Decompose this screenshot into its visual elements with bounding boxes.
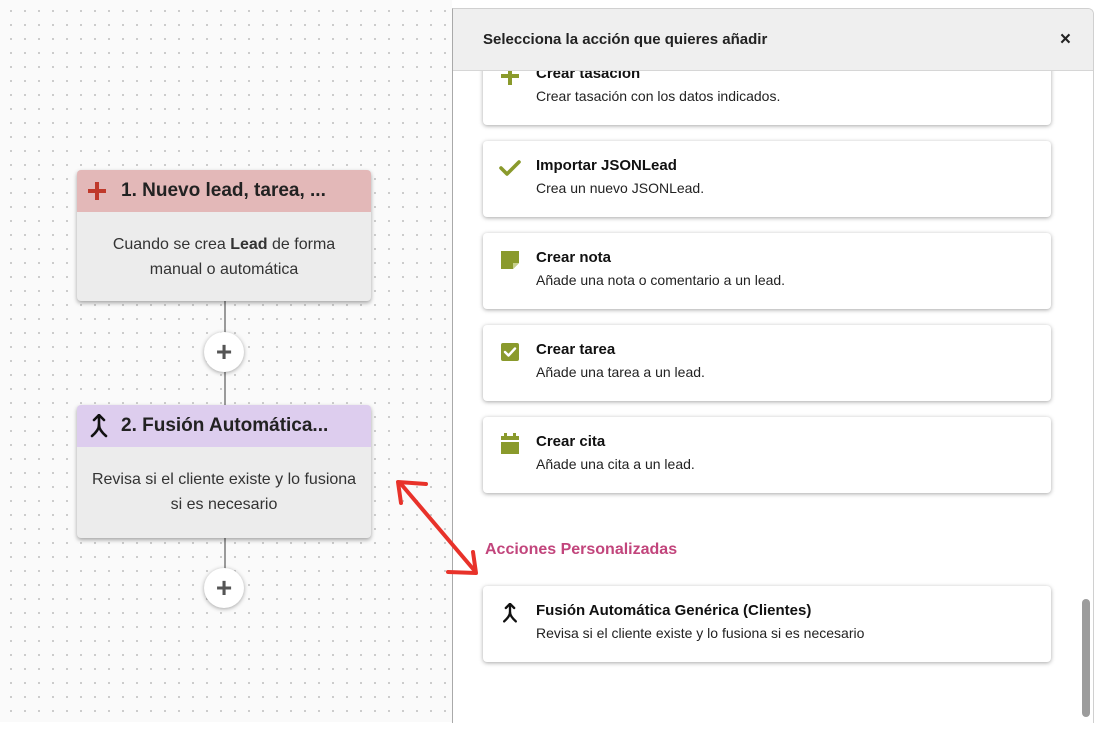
workflow-node-trigger[interactable]: 1. Nuevo lead, tarea, ... Cuando se crea…	[77, 170, 371, 301]
action-description: Añade una tarea a un lead.	[536, 364, 705, 380]
action-description: Añade una cita a un lead.	[536, 456, 695, 472]
node-description: Revisa si el cliente existe y lo fusiona…	[91, 471, 357, 513]
merge-icon	[499, 602, 521, 624]
add-step-button[interactable]: +	[204, 332, 244, 372]
action-title: Crear nota	[536, 249, 612, 266]
node-description: Cuando se crea Lead de forma manual o au…	[112, 236, 336, 278]
action-description: Crear tasación con los datos indicados.	[536, 88, 781, 104]
action-card-fusion-automatica[interactable]: Fusión Automática Genérica (Clientes) Re…	[483, 586, 1051, 662]
plus-icon	[87, 181, 113, 201]
plus-icon	[499, 71, 521, 87]
action-list: Crear tasación Crear tasación con los da…	[453, 71, 1093, 723]
action-panel: Selecciona la acción que quieres añadir …	[452, 8, 1094, 723]
action-card-crear-tasacion[interactable]: Crear tasación Crear tasación con los da…	[483, 71, 1051, 125]
action-card-crear-cita[interactable]: Crear cita Añade una cita a un lead.	[483, 417, 1051, 493]
action-title: Fusión Automática Genérica (Clientes)	[536, 602, 812, 619]
note-icon	[499, 249, 521, 271]
add-step-button[interactable]: +	[204, 568, 244, 608]
node-header: 1. Nuevo lead, tarea, ...	[77, 170, 371, 212]
panel-scrollbar[interactable]	[1082, 599, 1090, 717]
action-description: Revisa si el cliente existe y lo fusiona…	[536, 625, 865, 641]
workflow-canvas: 1. Nuevo lead, tarea, ... Cuando se crea…	[0, 0, 452, 722]
connector-line	[224, 372, 226, 408]
panel-header: Selecciona la acción que quieres añadir …	[453, 9, 1093, 71]
check-icon	[499, 157, 521, 179]
close-button[interactable]: ×	[1059, 28, 1071, 50]
action-card-crear-tarea[interactable]: Crear tarea Añade una tarea a un lead.	[483, 325, 1051, 401]
action-description: Añade una nota o comentario a un lead.	[536, 272, 786, 288]
workflow-node-merge[interactable]: 2. Fusión Automática... Revisa si el cli…	[77, 405, 371, 538]
custom-actions-heading: Acciones Personalizadas	[485, 541, 678, 558]
panel-title: Selecciona la acción que quieres añadir	[483, 31, 768, 48]
action-title: Importar JSONLead	[536, 157, 677, 174]
connector-line	[224, 300, 226, 336]
action-title: Crear tarea	[536, 341, 616, 358]
merge-icon	[87, 414, 113, 438]
action-description: Crea un nuevo JSONLead.	[536, 180, 705, 196]
connector-line	[224, 536, 226, 572]
node-title: 1. Nuevo lead, tarea, ...	[121, 180, 326, 201]
checkbox-icon	[499, 341, 521, 363]
calendar-icon	[499, 433, 521, 455]
action-title: Crear tasación	[536, 71, 641, 82]
action-title: Crear cita	[536, 433, 606, 450]
node-header: 2. Fusión Automática...	[77, 405, 371, 447]
action-card-importar-jsonlead[interactable]: Importar JSONLead Crea un nuevo JSONLead…	[483, 141, 1051, 217]
action-card-crear-nota[interactable]: Crear nota Añade una nota o comentario a…	[483, 233, 1051, 309]
node-title: 2. Fusión Automática...	[121, 415, 329, 436]
